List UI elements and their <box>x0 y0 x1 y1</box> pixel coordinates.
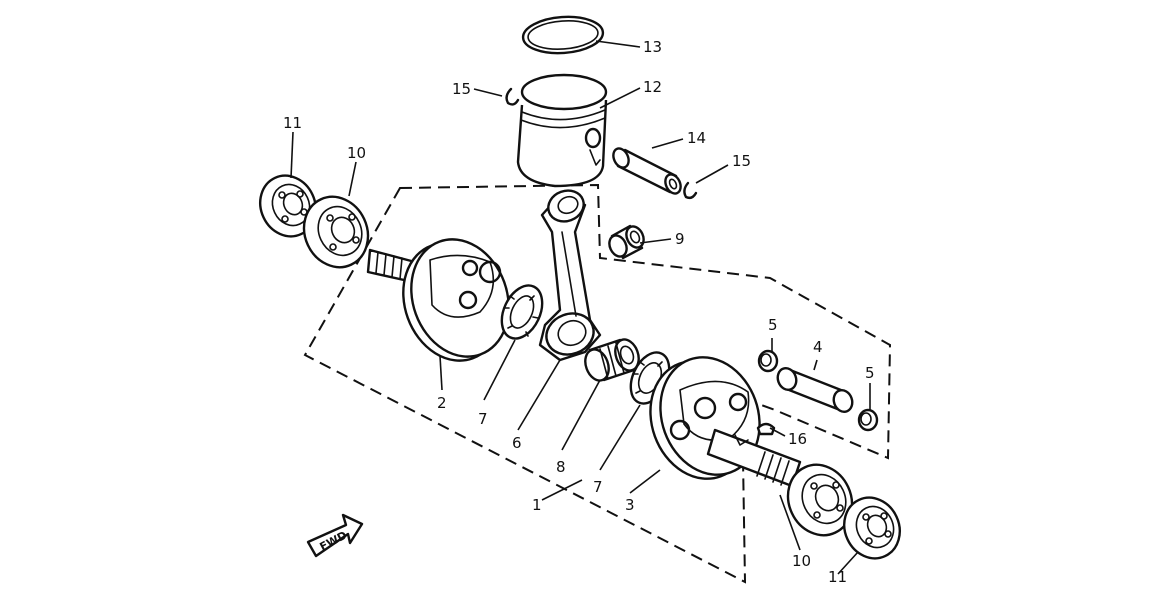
leader-lines <box>290 40 871 575</box>
connecting-rod <box>538 189 602 362</box>
small-end-bearing <box>608 224 645 260</box>
label-9: 9 <box>675 230 685 248</box>
bearing-left-outer <box>259 174 317 238</box>
circlip-lower <box>683 181 698 200</box>
piston-ring <box>521 15 605 55</box>
crank-washer-left <box>500 284 544 340</box>
assembly-boundary <box>303 183 892 584</box>
big-end-bearing <box>584 338 640 382</box>
fwd-arrow-icon: FWD <box>306 513 364 558</box>
label-16: 16 <box>788 430 807 448</box>
crank-right <box>649 356 802 488</box>
label-11-left: 11 <box>283 114 302 132</box>
label-13: 13 <box>643 38 662 56</box>
label-2: 2 <box>437 394 447 412</box>
label-8: 8 <box>556 458 566 476</box>
label-5-lower: 5 <box>865 364 875 382</box>
label-12: 12 <box>643 78 662 96</box>
label-10-right: 10 <box>792 552 811 570</box>
crank-bush-lower <box>857 408 879 432</box>
label-11-right: 11 <box>828 568 847 586</box>
label-10-left: 10 <box>347 144 366 162</box>
crank-pin <box>776 367 854 413</box>
label-4: 4 <box>813 338 823 356</box>
woodruff-key <box>756 422 776 436</box>
label-1: 1 <box>532 496 542 514</box>
circlip-upper <box>505 87 520 106</box>
label-3: 3 <box>625 496 635 514</box>
label-5-upper: 5 <box>768 316 778 334</box>
label-14: 14 <box>687 129 706 147</box>
label-15-lower: 15 <box>732 152 751 170</box>
piston-pin <box>612 147 682 195</box>
bearing-right-inner <box>786 463 854 537</box>
bearing-left-inner <box>302 195 370 269</box>
label-15-upper: 15 <box>452 80 471 98</box>
crank-bush-upper <box>757 349 779 373</box>
part-labels: 13 15 12 14 15 9 11 10 2 7 6 8 7 3 1 5 4… <box>283 38 875 586</box>
bearing-right-outer <box>843 496 901 560</box>
piston <box>516 73 608 188</box>
crank-left <box>366 238 510 362</box>
label-7-left: 7 <box>478 410 488 428</box>
label-7-right: 7 <box>593 478 603 496</box>
label-6: 6 <box>512 434 522 452</box>
